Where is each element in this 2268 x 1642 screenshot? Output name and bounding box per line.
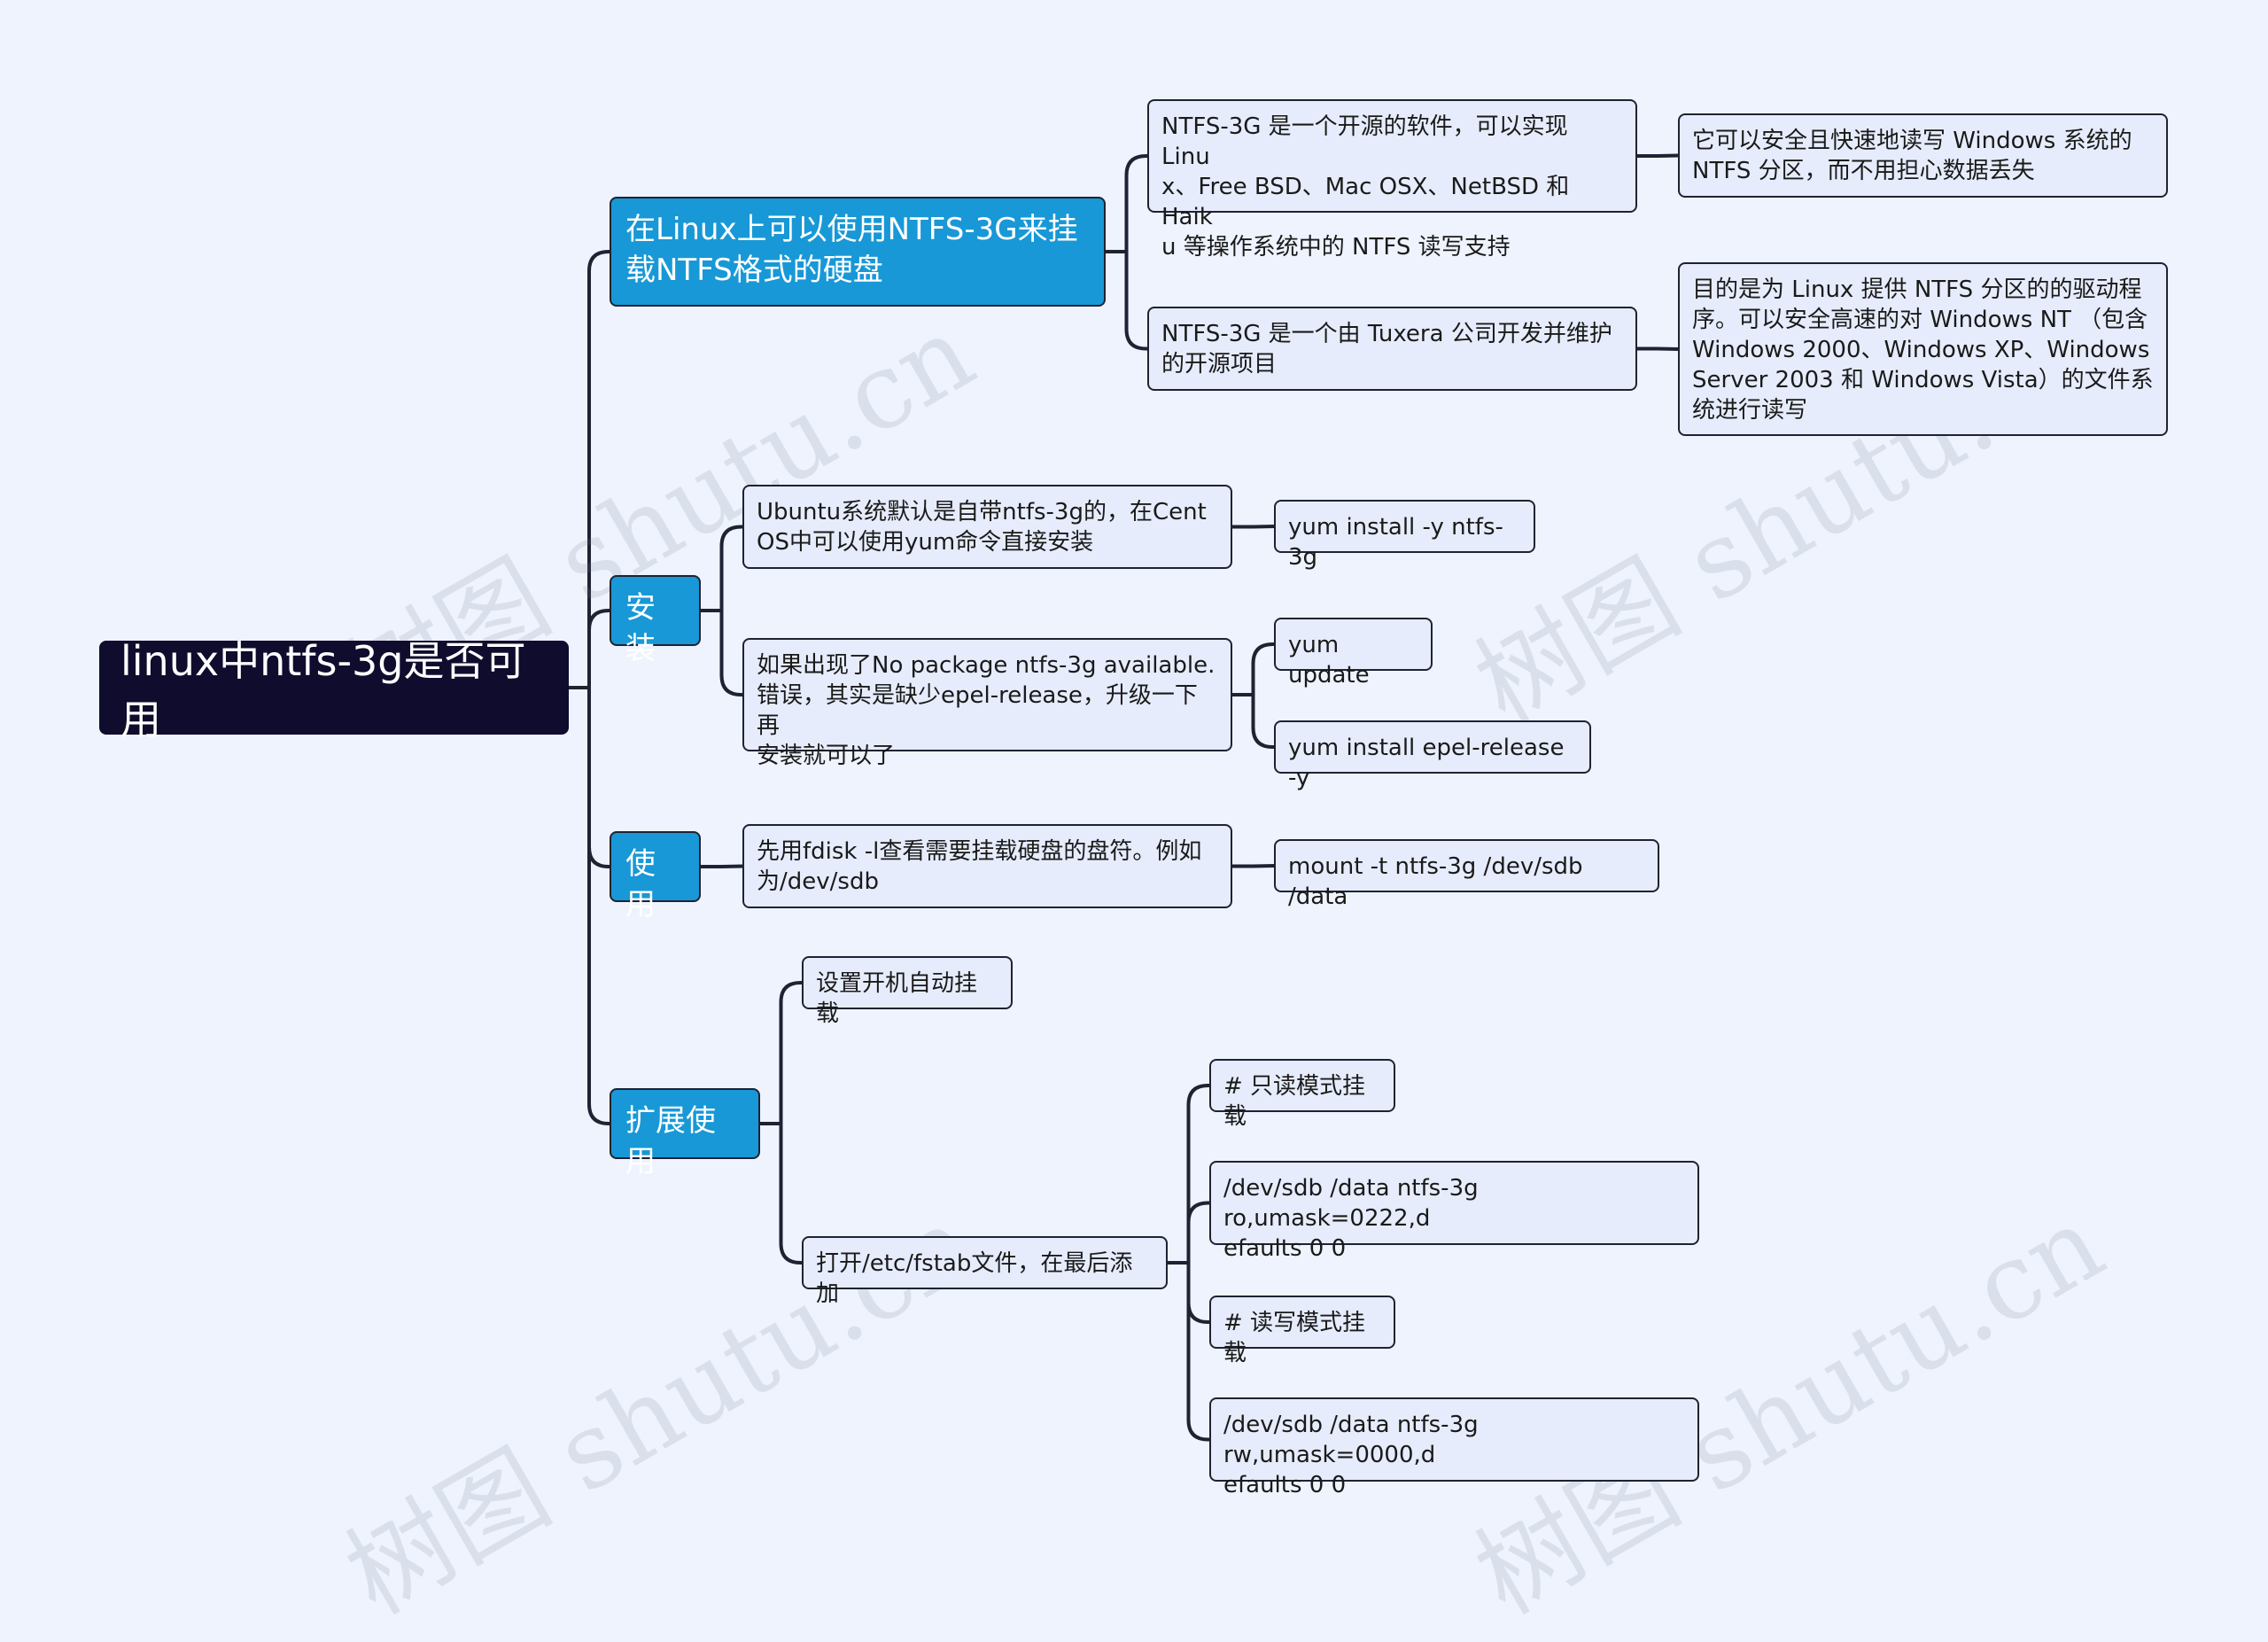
connector-line [701,864,743,868]
root-node[interactable]: linux中ntfs-3g是否可用 [99,637,569,743]
leaf-ubuntu-default[interactable]: Ubuntu系统默认是自带ntfs-3g的，在Cent OS中可以使用yum命令… [742,485,1232,569]
connector-line [701,525,742,696]
leaf-no-package-error[interactable]: 如果出现了No package ntfs-3g available. 错误，其实… [742,638,1232,769]
branch-usage[interactable]: 使用 [610,831,701,922]
leaf-readonly-comment[interactable]: # 只读模式挂载 [1209,1059,1395,1130]
leaf-driver-purpose[interactable]: 目的是为 Linux 提供 NTFS 分区的的驱动程 序。可以安全高速的对 Wi… [1678,262,2168,436]
leaf-readwrite-line[interactable]: /dev/sdb /data ntfs-3g rw,umask=0000,d e… [1209,1397,1699,1498]
leaf-yum-install-epel[interactable]: yum install epel-release -y [1274,720,1591,791]
connector-line [1168,1084,1209,1442]
branch-extended-usage[interactable]: 扩展使用 [610,1088,760,1179]
leaf-auto-mount-boot[interactable]: 设置开机自动挂载 [802,956,1013,1027]
leaf-tuxera-project[interactable]: NTFS-3G 是一个由 Tuxera 公司开发并维护 的开源项目 [1147,307,1637,391]
leaf-mount-command[interactable]: mount -t ntfs-3g /dev/sdb /data [1274,839,1659,910]
connector-line [1232,525,1275,529]
connector-line [760,981,802,1265]
leaf-yum-update[interactable]: yum update [1274,618,1433,689]
leaf-readonly-line[interactable]: /dev/sdb /data ntfs-3g ro,umask=0222,d e… [1209,1161,1699,1262]
connector-line [1106,154,1147,351]
connector-line [1637,153,1679,158]
leaf-fdisk-check[interactable]: 先用fdisk -l查看需要挂载硬盘的盘符。例如 为/dev/sdb [742,824,1232,908]
leaf-safe-fast-rw[interactable]: 它可以安全且快速地读写 Windows 系统的 NTFS 分区，而不用担心数据丢… [1678,113,2168,198]
connector-layer [569,153,1679,1442]
connector-line [1232,642,1274,749]
connector-line [1232,864,1275,868]
connector-line [1637,346,1679,351]
leaf-open-fstab[interactable]: 打开/etc/fstab文件，在最后添加 [802,1236,1168,1307]
leaf-ntfs3g-opensource[interactable]: NTFS-3G 是一个开源的软件，可以实现 Linu x、Free BSD、Ma… [1147,99,1637,261]
branch-install[interactable]: 安装 [610,575,701,666]
leaf-readwrite-comment[interactable]: # 读写模式挂载 [1209,1296,1395,1366]
leaf-yum-install-ntfs3g[interactable]: yum install -y ntfs-3g [1274,500,1535,571]
connector-line [569,250,610,1125]
branch-ntfs3g-mount[interactable]: 在Linux上可以使用NTFS-3G来挂 载NTFS格式的硬盘 [610,197,1106,307]
